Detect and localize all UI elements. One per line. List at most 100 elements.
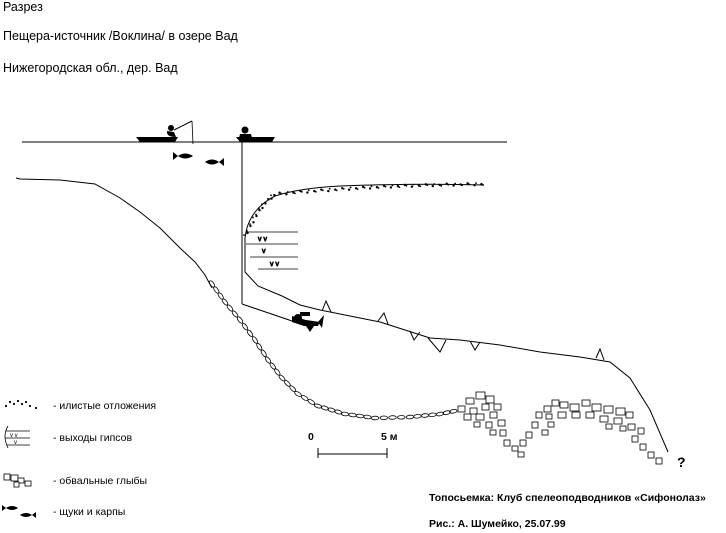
- boulder: [615, 407, 626, 416]
- silt-dot: [424, 183, 427, 186]
- silt-dot: [246, 230, 248, 232]
- unexplored-question-mark: ?: [677, 454, 686, 470]
- silt-dot: [307, 189, 310, 192]
- scale-five-label: 5 м: [381, 431, 398, 443]
- silt-dot: [294, 192, 296, 195]
- chain-stone: [435, 411, 445, 417]
- legend-silt-label: - илистые отложения: [53, 400, 157, 412]
- chain-stone: [379, 415, 388, 421]
- boulder: [569, 403, 580, 412]
- silt-dot: [480, 182, 483, 186]
- boulder: [543, 405, 552, 413]
- silt-dot: [321, 189, 324, 192]
- boulder: [605, 423, 613, 430]
- title-line-1: Разрез: [3, 0, 43, 14]
- stone-chain: [208, 280, 458, 421]
- lake-bottom-profile: [15, 177, 213, 289]
- silt-dot: [426, 184, 429, 187]
- boulder: [517, 451, 525, 458]
- legend-silt-icon: [4, 399, 38, 410]
- silt-dot: [249, 223, 251, 226]
- boulder: [481, 403, 490, 411]
- silt-dot: [466, 182, 469, 185]
- boulder: [603, 405, 614, 414]
- silt-dot: [252, 221, 255, 224]
- boulder: [627, 423, 636, 431]
- svg-text:v: v: [14, 440, 17, 446]
- boulder: [499, 429, 507, 437]
- boulder: [545, 413, 553, 420]
- chain-stone: [413, 414, 422, 419]
- chain-stone: [340, 411, 350, 417]
- boulder: [475, 413, 485, 421]
- silt-dot: [246, 231, 249, 235]
- silt-dot: [261, 206, 264, 210]
- boulder: [473, 421, 481, 428]
- chain-stone: [388, 415, 397, 420]
- silt-dot: [433, 183, 436, 185]
- boulder: [463, 413, 472, 421]
- boulder: [485, 395, 495, 404]
- silt-dot: [278, 191, 281, 194]
- silt-dot: [431, 184, 434, 188]
- boulder: [531, 421, 539, 429]
- title-line-3: Нижегородская обл., дер. Вад: [3, 61, 178, 75]
- silt-dot: [375, 186, 379, 189]
- boulder: [619, 425, 627, 432]
- silt-dot: [363, 186, 366, 189]
- silt-dot: [255, 214, 258, 218]
- silt-dot: [270, 197, 273, 200]
- svg-text:v v: v v: [258, 236, 267, 243]
- boulder: [591, 403, 602, 412]
- scale-bar: [317, 448, 388, 458]
- silt-dot: [389, 186, 393, 189]
- silt-dot: [452, 184, 455, 187]
- boulder: [585, 411, 595, 419]
- silt-dot: [482, 184, 484, 186]
- boulder: [493, 403, 502, 411]
- gypsum-outcrop: v v v v v: [246, 231, 298, 270]
- chain-stone: [320, 405, 329, 411]
- boulder: [503, 439, 511, 447]
- boulder: [559, 401, 569, 409]
- chain-stone: [370, 415, 380, 421]
- silt-dot: [468, 183, 470, 186]
- silt-dot: [287, 191, 289, 193]
- boulder: [551, 399, 560, 407]
- boulder: [571, 411, 581, 419]
- svg-text:v v: v v: [10, 433, 18, 439]
- fish-2-icon: [205, 158, 224, 166]
- chain-stone: [236, 316, 244, 324]
- boulder: [489, 411, 498, 419]
- chain-stone: [334, 409, 343, 415]
- boulder: [469, 407, 478, 415]
- silt-dot: [314, 190, 317, 193]
- silt-dot: [403, 183, 407, 187]
- boulder: [557, 411, 567, 419]
- silt-dot: [255, 213, 257, 216]
- silt-dot: [405, 184, 408, 187]
- silt-dot: [412, 183, 415, 186]
- chain-stone: [355, 413, 365, 419]
- boulder-field: [457, 391, 663, 465]
- silt-dot: [335, 189, 338, 192]
- svg-text:v v: v v: [270, 261, 279, 268]
- boulder: [485, 421, 493, 429]
- silt-dot: [447, 183, 450, 186]
- boulder: [475, 391, 486, 400]
- boulder: [637, 427, 645, 435]
- silt-dot: [417, 184, 420, 187]
- silt-dot: [342, 188, 345, 190]
- silt-dot: [354, 187, 358, 190]
- fish-1-icon: [173, 152, 193, 160]
- chain-stone: [313, 403, 323, 409]
- silt-dot: [438, 183, 441, 187]
- silt-dot: [440, 184, 443, 187]
- boulder: [655, 457, 663, 465]
- silt-dot: [396, 185, 400, 188]
- svg-text:v: v: [262, 248, 266, 255]
- silt-dot: [334, 188, 337, 191]
- silt-deposits: [243, 182, 484, 236]
- silt-dot: [398, 186, 401, 189]
